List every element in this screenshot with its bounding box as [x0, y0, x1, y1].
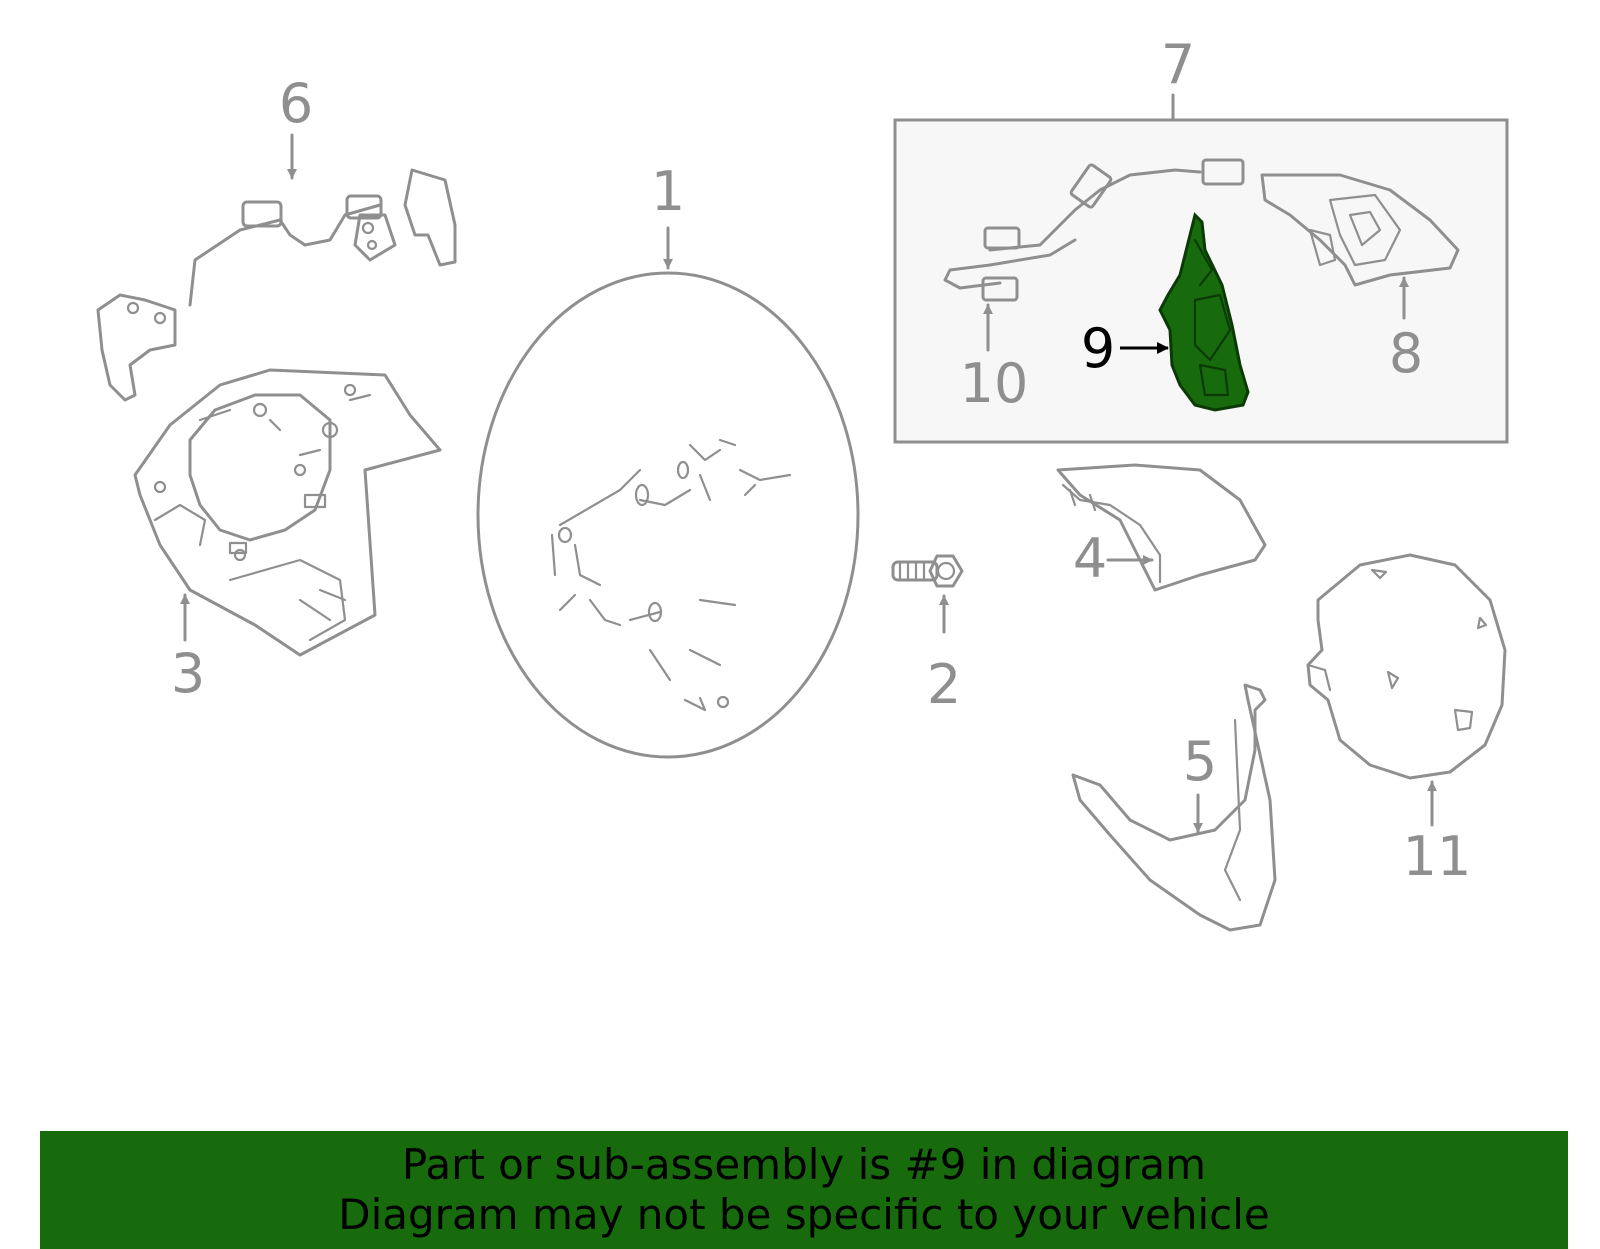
callout-9: 9 — [1081, 317, 1115, 380]
callout-3: 3 — [171, 642, 205, 705]
callout-6: 6 — [279, 72, 313, 135]
part-4-cover — [1056, 463, 1267, 592]
part-3-steering-wheel — [133, 368, 442, 657]
callout-8: 8 — [1389, 322, 1423, 385]
part-5-garnish — [1071, 683, 1277, 932]
banner-line-2: Diagram may not be specific to your vehi… — [338, 1190, 1270, 1239]
banner-line-1: Part or sub-assembly is #9 in diagram — [401, 1140, 1207, 1189]
callout-7: 7 — [1161, 33, 1195, 96]
leader-lines — [180, 133, 1437, 834]
callout-1: 1 — [651, 160, 685, 223]
part-11-back-cover — [1306, 553, 1507, 780]
callout-5: 5 — [1183, 730, 1217, 793]
part-10-harness — [943, 158, 1245, 302]
part-2-bolt — [891, 554, 964, 588]
callout-4: 4 — [1073, 527, 1107, 590]
part-6-switch-harness — [96, 168, 457, 402]
callout-2: 2 — [927, 653, 961, 716]
info-banner: Part or sub-assembly is #9 in diagram Di… — [40, 1131, 1568, 1249]
part-1-airbag — [476, 271, 860, 759]
callout-11: 11 — [1403, 825, 1472, 888]
parts-diagram: 1 2 3 4 5 6 7 8 9 10 11 — [96, 33, 1509, 932]
part-8-switch-cover — [1260, 173, 1460, 287]
callout-10: 10 — [960, 352, 1029, 415]
part-9-steering-switch-highlighted — [1158, 212, 1250, 412]
